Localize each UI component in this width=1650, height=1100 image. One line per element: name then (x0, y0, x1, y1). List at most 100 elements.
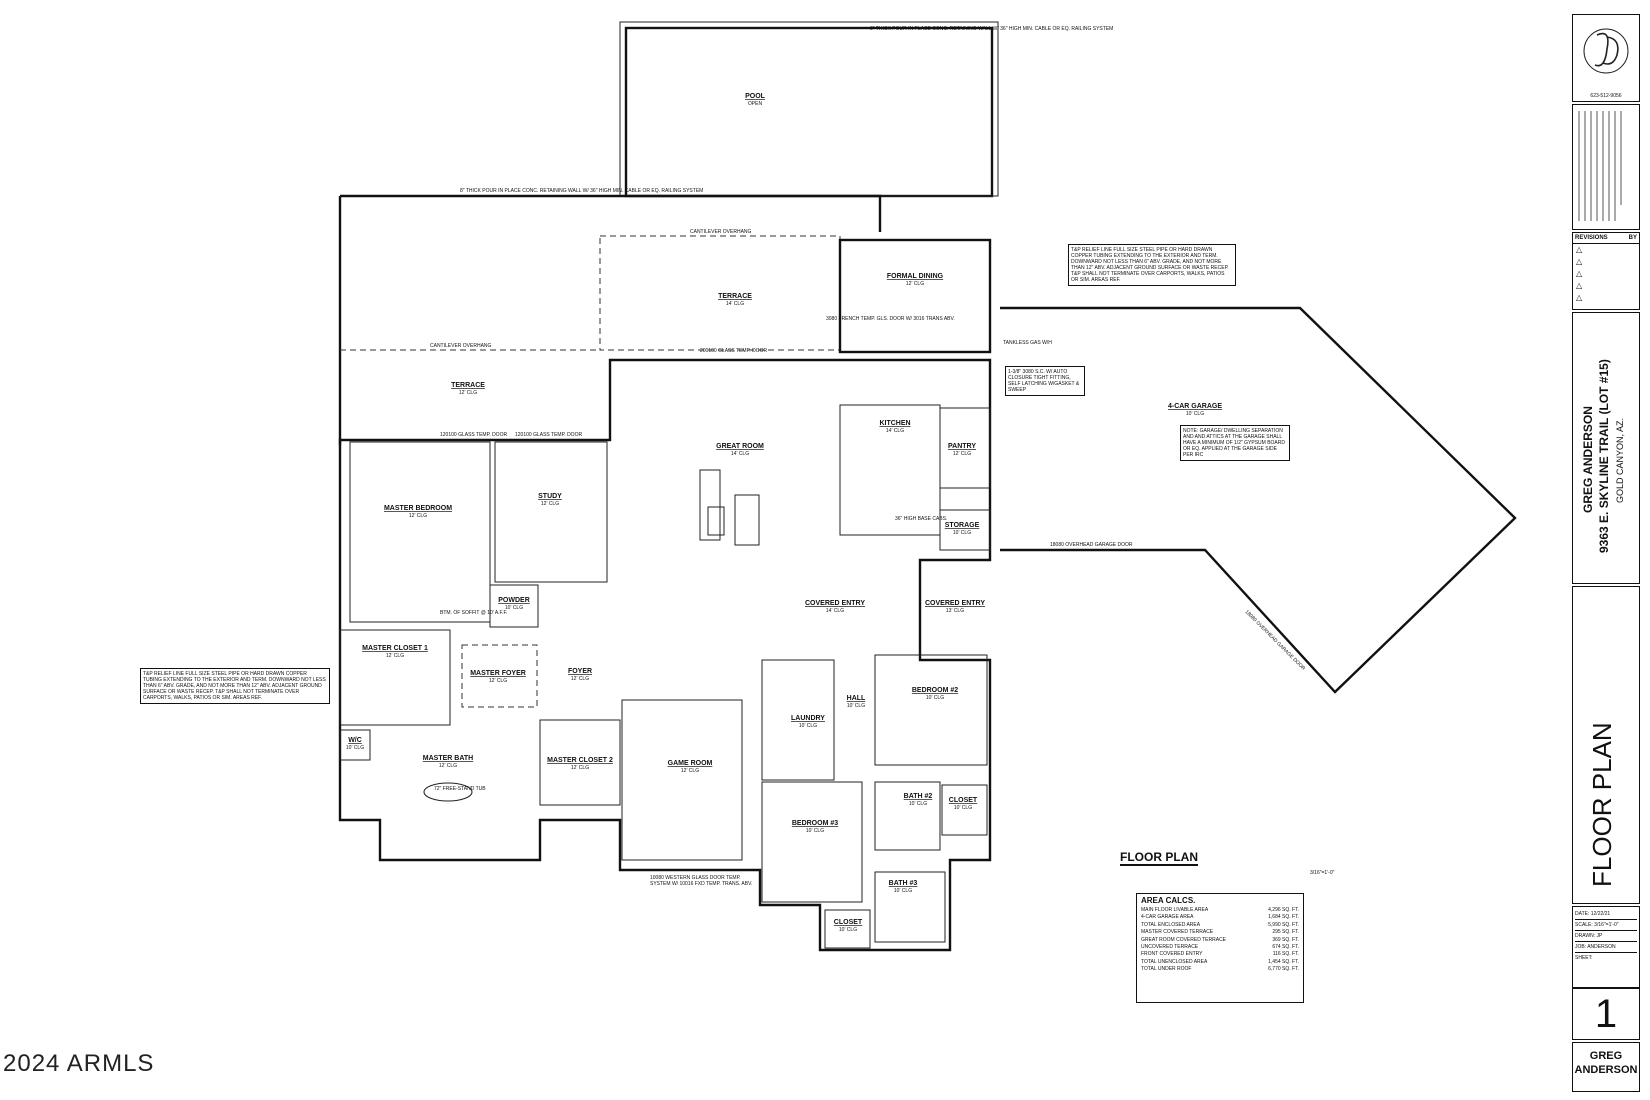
note-garage-door-1: 18080 OVERHEAD GARAGE DOOR (1050, 542, 1133, 548)
room-label-master-bedroom: MASTER BEDROOM (384, 505, 452, 512)
floor-plan-heading: FLOOR PLAN (1120, 850, 1198, 866)
room-sub-master-closet-2: 12' CLG (571, 765, 589, 771)
note-retaining-top: 8" THICK POUR IN PLACE CONC. RETAINING W… (870, 26, 1113, 32)
room-sub-bath-3: 10' CLG (894, 888, 912, 894)
sheet-title-cell: FLOOR PLAN (1572, 586, 1640, 904)
terraces: CANTILEVER OVERHANG CANTILEVER OVERHANG … (340, 229, 841, 396)
note-tankless: TANKLESS GAS W/H (1003, 340, 1052, 346)
revisions-header: REVISIONS (1575, 235, 1608, 241)
room-sub-storage: 10' CLG (953, 530, 971, 536)
room-label-master-closet-2: MASTER CLOSET 2 (547, 757, 613, 764)
room-sub-kitchen: 14' CLG (886, 428, 904, 434)
room-label-foyer: FOYER (568, 668, 592, 675)
note-glass-door-3: 200100 GLASS TEMP. DOOR (700, 348, 767, 354)
area-calcs-title: AREA CALCS. (1141, 896, 1196, 905)
room-label-hall: HALL (847, 695, 866, 702)
room-label-bedroom-3: BEDROOM #3 (792, 820, 838, 827)
note-retaining-mid: 8" THICK POUR IN PLACE CONC. RETAINING W… (460, 188, 703, 194)
fine-print-lines (1578, 111, 1622, 221)
note-btm-soffit: BTM. OF SOFFIT @ 10' A.F.F. (440, 610, 507, 616)
note-glass-door-1: 120100 GLASS TEMP. DOOR (440, 432, 507, 438)
room-sub-game-room: 12' CLG (681, 768, 699, 774)
room-label-bath-2: BATH #2 (904, 793, 933, 800)
revisions-by-header: BY (1628, 235, 1637, 241)
revisions-cell: REVISIONS BY △△△△△ (1572, 232, 1640, 310)
room-label-master-foyer: MASTER FOYER (470, 670, 526, 677)
room-label-terrace-left: TERRACE (451, 382, 485, 389)
room-sub-pantry: 12' CLG (953, 451, 971, 457)
room-label-laundry: LAUNDRY (791, 715, 825, 722)
designer-logo: 623-512-9056 (1572, 14, 1640, 102)
room-label-master-bath: MASTER BATH (423, 755, 473, 762)
sheet-info-cell: DATE: 12/22/21 SCALE: 3/16"=1'-0" DRAWN:… (1572, 906, 1640, 988)
client-name: GREG ANDERSON (1581, 406, 1595, 513)
note-western-door: 10080 WESTERN GLASS DOOR TEMP. SYSTEM W/… (650, 875, 753, 887)
pool-area: POOL OPEN (619, 21, 999, 198)
room-label-garage: 4-CAR GARAGE (1168, 403, 1222, 410)
project-address: 9363 E. SKYLINE TRAIL (LOT #15) (1597, 359, 1611, 553)
room-sub-foyer: 12' CLG (571, 676, 589, 682)
room-label-storage: STORAGE (945, 522, 980, 529)
room-sub-garage: 10' CLG (1186, 411, 1204, 417)
room-sub-formal-dining: 12' CLG (906, 281, 924, 287)
room-label-game-room: GAME ROOM (668, 760, 713, 767)
room-sub-wc: 10' CLG (346, 745, 364, 751)
room-label-terrace-upper: TERRACE (718, 293, 752, 300)
room-label-pool: POOL (745, 93, 766, 100)
room-sub-study: 12' CLG (541, 501, 559, 507)
note-cantilever-left: CANTILEVER OVERHANG (430, 343, 492, 349)
sheet-job: JOB: ANDERSON (1575, 942, 1637, 953)
title-block: 623-512-9056 REVISIONS BY △△△△△ GREG AND… (1572, 14, 1642, 1092)
note-glass-door-2: 120100 GLASS TEMP. DOOR (515, 432, 582, 438)
sheet-date: DATE: 12/22/21 (1575, 909, 1637, 920)
room-label-great-room: GREAT ROOM (716, 443, 764, 450)
room-sub-master-foyer: 12' CLG (489, 678, 507, 684)
room-label-covered-entry-2: COVERED ENTRY (925, 600, 985, 607)
client-cell: GREG ANDERSON 9363 E. SKYLINE TRAIL (LOT… (1572, 312, 1640, 584)
note-high-base: 36" HIGH BASE CABS. (895, 516, 947, 522)
footer-client-cell: GREG ANDERSON (1572, 1042, 1640, 1092)
room-label-closet-2: CLOSET (949, 797, 978, 804)
room-label-kitchen: KITCHEN (879, 420, 910, 427)
room-sub-terrace-left: 12' CLG (459, 390, 477, 396)
designer-phone: 623-512-9056 (1590, 93, 1622, 99)
sheet-title: FLOOR PLAN (1587, 722, 1617, 887)
sheet-number: 1 (1572, 988, 1640, 1040)
room-sub-bath-2: 10' CLG (909, 801, 927, 807)
revision-triangles: △△△△△ (1576, 245, 1583, 302)
room-sub-covered-entry-2: 13' CLG (946, 608, 964, 614)
note-french-door: 3080 FRENCH TEMP. GLS. DOOR W/ 3016 TRAN… (826, 316, 955, 322)
room-label-powder: POWDER (498, 597, 530, 604)
sheet-drawn: DRAWN: JP (1575, 931, 1637, 942)
room-sub-pool: OPEN (748, 101, 763, 107)
room-label-wc: W/C (348, 737, 362, 744)
room-sub-bedroom-2: 10' CLG (926, 695, 944, 701)
copyright-notice-cell (1572, 104, 1640, 230)
room-sub-hall: 10' CLG (847, 703, 865, 709)
sheet-scale: SCALE: 3/16"=1'-0" (1575, 920, 1637, 931)
room-sub-covered-entry-1: 14' CLG (826, 608, 844, 614)
footer-client-first: GREG (1589, 1050, 1623, 1062)
room-sub-laundry: 10' CLG (799, 723, 817, 729)
room-sub-master-bath: 12' CLG (439, 763, 457, 769)
footer-client-last: ANDERSON (1574, 1064, 1638, 1076)
room-sub-powder: 10' CLG (505, 605, 523, 611)
room-label-master-closet-1: MASTER CLOSET 1 (362, 645, 428, 652)
note-door-spec: 1-3/8" 3080 S.C. W/ AUTO CLOSURE TIGHT F… (1005, 366, 1085, 396)
room-label-bath-3: BATH #3 (889, 880, 918, 887)
floor-plan-scale: 3/16"=1'-0" (1310, 870, 1335, 876)
freestanding-tub (423, 782, 473, 802)
note-tp-relief-left: T&P RELIEF LINE FULL SIZE STEEL PIPE OR … (140, 668, 330, 704)
room-sub-master-bedroom: 12' CLG (409, 513, 427, 519)
room-label-closet-3: CLOSET (834, 919, 863, 926)
room-sub-master-closet-1: 12' CLG (386, 653, 404, 659)
